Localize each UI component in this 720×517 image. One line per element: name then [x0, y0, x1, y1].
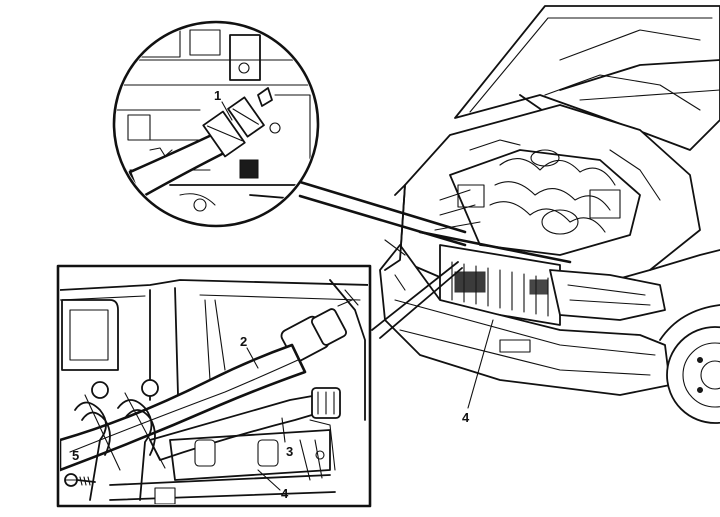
headlight — [549, 269, 666, 321]
callout-1-leader — [221, 101, 233, 121]
engine-components — [434, 139, 661, 256]
circle-zoom-leader — [298, 180, 467, 234]
callout-1: 1 — [214, 88, 221, 103]
line-fitting — [202, 87, 273, 158]
vehicle-front-view — [379, 5, 720, 424]
box-zoom-leader — [371, 261, 459, 331]
callout-2-leader — [246, 347, 259, 369]
circular-detail-view: 1 — [112, 20, 320, 228]
front-wheel — [666, 326, 720, 424]
callout-3-leader — [281, 417, 286, 443]
open-hood — [454, 5, 720, 151]
callout-4-vehicle: 4 — [462, 410, 470, 425]
callout-3: 3 — [286, 444, 293, 459]
radiator-condenser — [418, 230, 572, 326]
screw — [64, 473, 96, 487]
callout-2: 2 — [240, 334, 247, 349]
callout-5: 5 — [72, 448, 79, 463]
callout-4-box: 4 — [281, 486, 289, 501]
callout-4-box-leader — [257, 469, 281, 491]
zoom-leaders — [298, 180, 467, 339]
line-3-fitting — [311, 387, 341, 419]
rectangular-detail-view: 2 3 4 5 — [56, 264, 372, 508]
pipe-clamps — [74, 379, 166, 501]
front-fender — [649, 249, 720, 341]
callout-4-leader — [467, 319, 494, 409]
